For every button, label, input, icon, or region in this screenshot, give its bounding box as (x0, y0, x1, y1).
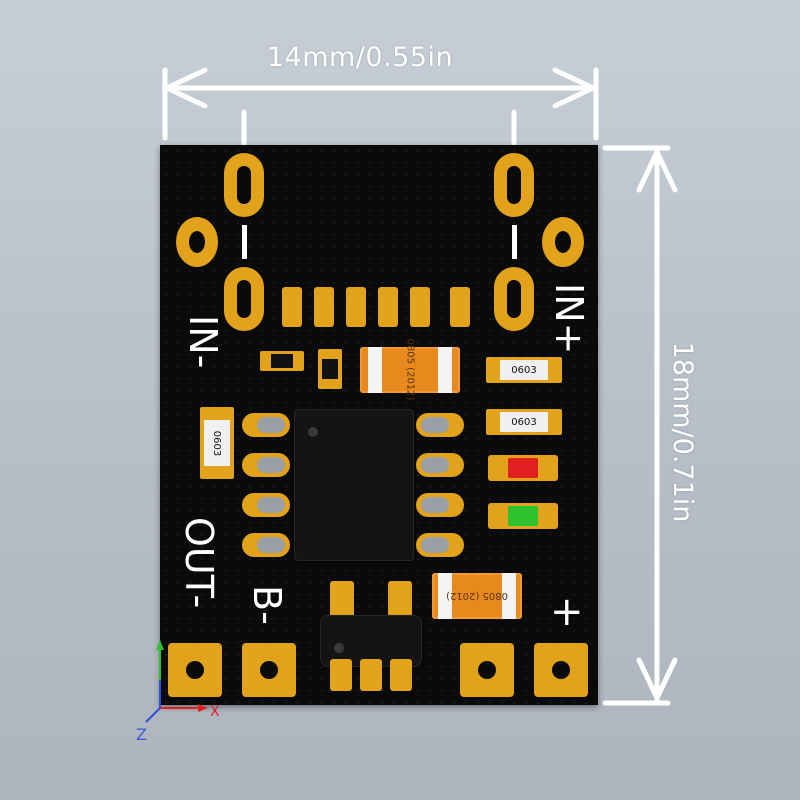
usb-pad-6 (450, 287, 470, 327)
height-arrow-bottom-head (636, 657, 678, 701)
mount-hole-right (542, 217, 584, 267)
resistor-small-a (260, 351, 304, 371)
silk-dash-left (242, 225, 247, 259)
width-arrow-left-head (164, 67, 208, 109)
resistor-right-b-label: 0603 (511, 416, 537, 428)
mount-hole-left (176, 217, 218, 267)
capacitor-top: 0805 (2012) (360, 339, 460, 400)
resistor-right-b: 0603 (486, 409, 562, 435)
in-minus-label: IN- (181, 315, 225, 369)
in-plus-label: IN+ (547, 283, 591, 355)
out-minus-label: OUT- (177, 517, 221, 609)
ic-pin-7 (416, 453, 464, 477)
ic-pin-1 (242, 413, 290, 437)
pcb-board: IN- IN+ OUT- B- + 0805 (2012) 0603 0603 (160, 145, 598, 705)
height-arrow-top-head (636, 149, 678, 193)
led-green (488, 503, 558, 529)
ic-pin-3 (242, 493, 290, 517)
ic-pin-5 (416, 533, 464, 557)
capacitor-bottom-label: 0805 (2012) (446, 590, 508, 601)
capacitor-top-label: 0805 (2012) (404, 338, 416, 401)
resistor-small-b (318, 349, 342, 389)
pin1-marker (308, 427, 318, 437)
usb-pad-5 (410, 287, 430, 327)
plus-label: + (550, 589, 584, 635)
sot-pad-top-right (388, 581, 412, 621)
sot-pad-bottom-2 (360, 659, 382, 691)
soic8-chip (294, 409, 414, 561)
b-minus-pad (242, 643, 296, 697)
resistor-right-a-label: 0603 (511, 364, 537, 376)
out-minus-pad (168, 643, 222, 697)
usb-pad-3 (346, 287, 366, 327)
b-minus-label: B- (245, 585, 289, 625)
ic-pin-4 (242, 533, 290, 557)
ic-pin-8 (416, 413, 464, 437)
usb-pad-1 (282, 287, 302, 327)
b-plus-pad (460, 643, 514, 697)
height-dimension-label: 18mm/0.71in (667, 341, 698, 523)
axis-triad-icon: X Z (136, 640, 220, 742)
usb-pad-4 (378, 287, 398, 327)
ic-pin-6 (416, 493, 464, 517)
resistor-left-vertical: 0603 (200, 407, 234, 479)
led-green-lens (508, 506, 538, 526)
sot-pin1-marker (334, 643, 344, 653)
out-plus-pad (534, 643, 588, 697)
in-plus-top-pad (494, 153, 534, 217)
in-plus-bottom-pad (494, 267, 534, 331)
in-minus-top-pad (224, 153, 264, 217)
resistor-left-label: 0603 (211, 430, 223, 456)
led-red (488, 455, 558, 481)
sot-pad-top-left (330, 581, 354, 621)
width-arrow-right-head (552, 67, 596, 109)
axis-x-label: X (210, 704, 220, 720)
sot-pad-bottom-3 (390, 659, 412, 691)
width-dimension-label: 14mm/0.55in (266, 42, 454, 73)
usb-pad-2 (314, 287, 334, 327)
ic-pin-2 (242, 453, 290, 477)
capacitor-bottom: 0805 (2012) (432, 573, 522, 619)
axis-z-label: Z (136, 725, 147, 742)
sot-pad-bottom-1 (330, 659, 352, 691)
in-minus-bottom-pad (224, 267, 264, 331)
led-red-lens (508, 458, 538, 478)
silk-dash-right (512, 225, 517, 259)
sot-transistor (320, 615, 422, 667)
resistor-right-a: 0603 (486, 357, 562, 383)
